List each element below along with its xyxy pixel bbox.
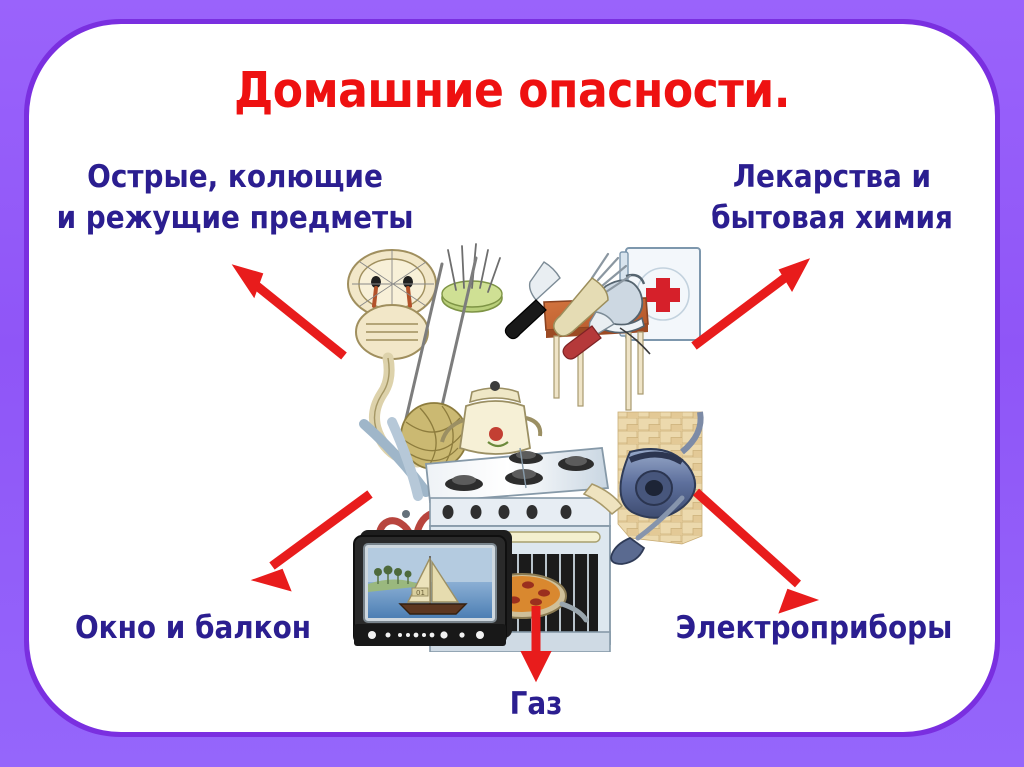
sailboat-picture-icon: 01 (368, 548, 492, 618)
household-hazards-collage: 01 (330, 236, 720, 652)
label-sharp-objects: Острые, колющие и режущие предметы (0, 157, 470, 239)
label-medicines-line1: Лекарства и (732, 159, 932, 195)
burner-icon (445, 475, 483, 491)
label-sharp-objects-line1: Острые, колющие (87, 159, 383, 195)
pincushion-with-needles-icon (441, 243, 503, 313)
electric-socket-icon (347, 249, 437, 319)
label-gas: Газ (509, 686, 563, 722)
stove-knob-icon (442, 505, 572, 519)
vacuum-cleaner-icon (610, 411, 704, 565)
svg-text:01: 01 (416, 589, 425, 597)
kitchen-knife-icon (504, 261, 561, 340)
television-icon: 01 (353, 530, 512, 646)
label-sharp-objects-line2: и режущие предметы (56, 199, 414, 236)
page-title: Домашние опасности. (234, 62, 790, 119)
label-medicines-chemicals: Лекарства и бытовая химия (640, 157, 1024, 239)
label-medicines-line2: бытовая химия (711, 199, 953, 236)
rolling-pin-icon (582, 483, 624, 516)
teapot-icon (440, 381, 543, 455)
label-electric-appliances: Электроприборы (675, 610, 953, 646)
burner-icon (558, 456, 594, 471)
label-window-balcony: Окно и балкон (74, 610, 312, 646)
paring-knife-icon (562, 311, 615, 360)
fork-icon (553, 252, 632, 337)
